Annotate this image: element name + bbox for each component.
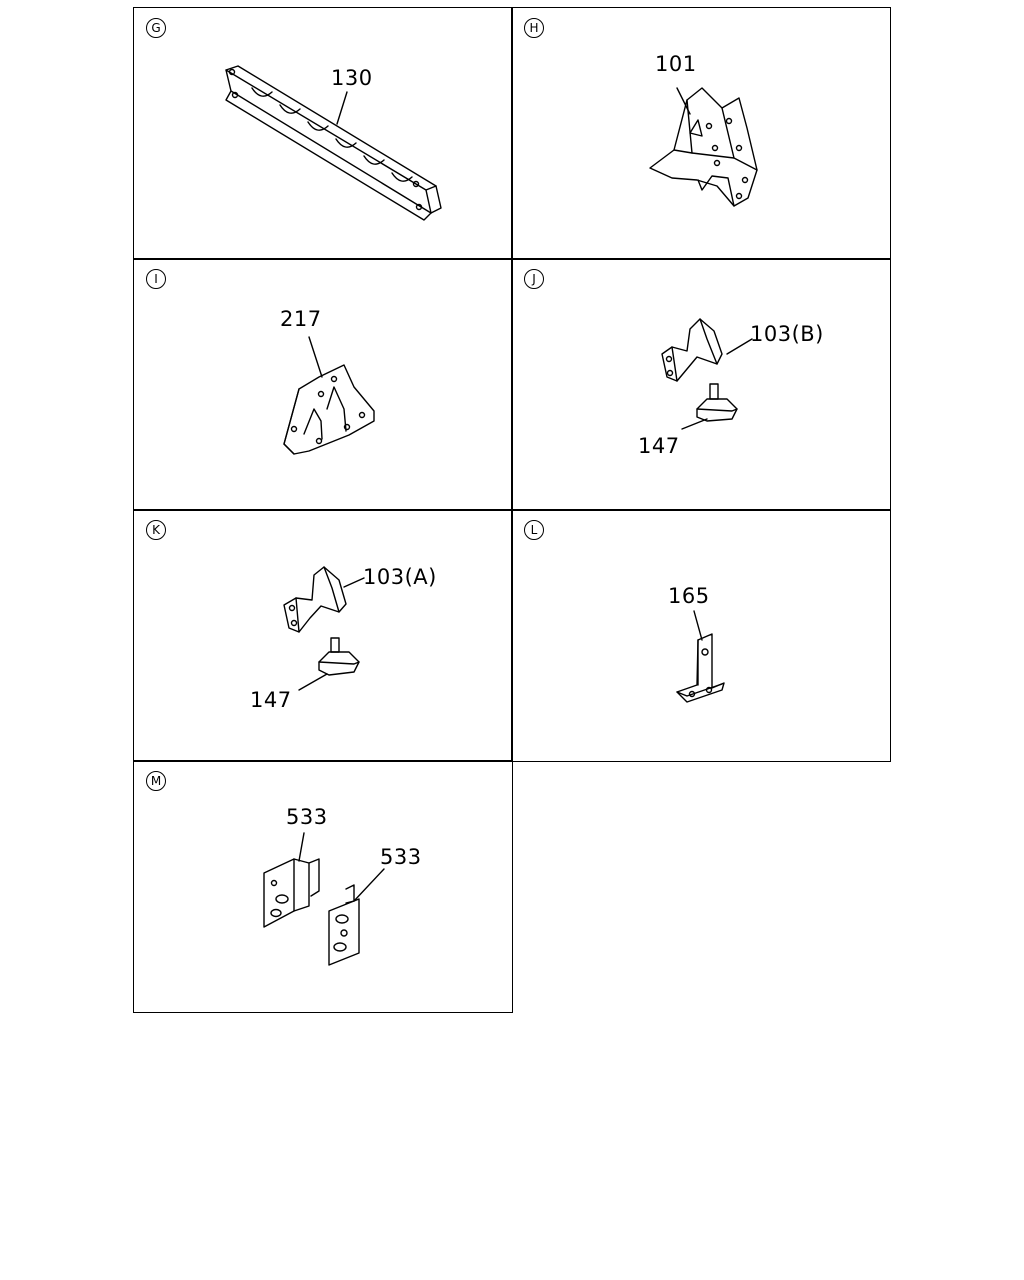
part-number-147-j: 147 bbox=[638, 434, 680, 458]
panel-k-marker: K bbox=[146, 520, 166, 540]
bracket-217-drawing bbox=[283, 336, 375, 455]
panel-m: M 533 533 bbox=[133, 760, 513, 1013]
frame-rail-drawing bbox=[225, 65, 442, 221]
panel-k: K 103(A) 147 bbox=[133, 509, 513, 762]
part-number-533-a: 533 bbox=[286, 805, 328, 829]
panel-i-marker: I bbox=[146, 269, 166, 289]
part-number-165: 165 bbox=[668, 584, 710, 608]
panel-j-marker: J bbox=[524, 269, 544, 289]
part-number-101: 101 bbox=[655, 52, 697, 76]
plates-533-drawing bbox=[263, 832, 385, 966]
part-number-103b: 103(B) bbox=[750, 322, 824, 346]
bracket-165-drawing bbox=[676, 610, 725, 703]
panel-i: I 217 bbox=[133, 258, 513, 511]
panel-g: G 130 bbox=[133, 7, 513, 260]
part-number-147-k: 147 bbox=[250, 688, 292, 712]
panel-m-marker: M bbox=[146, 771, 166, 791]
panel-h-marker: H bbox=[524, 18, 544, 38]
mount-103b-drawing bbox=[661, 318, 753, 430]
panel-l-marker: L bbox=[524, 520, 544, 540]
panel-l: L 165 bbox=[511, 509, 891, 762]
panel-g-marker: G bbox=[146, 18, 166, 38]
part-number-533-b: 533 bbox=[380, 845, 422, 869]
part-number-217: 217 bbox=[280, 307, 322, 331]
panel-j: J 103(B) 147 bbox=[511, 258, 891, 511]
mount-103a-drawing bbox=[283, 566, 365, 691]
panel-h: H 101 bbox=[511, 7, 891, 260]
part-number-103a: 103(A) bbox=[363, 565, 437, 589]
part-number-130: 130 bbox=[331, 66, 373, 90]
bracket-101-drawing bbox=[649, 87, 758, 207]
